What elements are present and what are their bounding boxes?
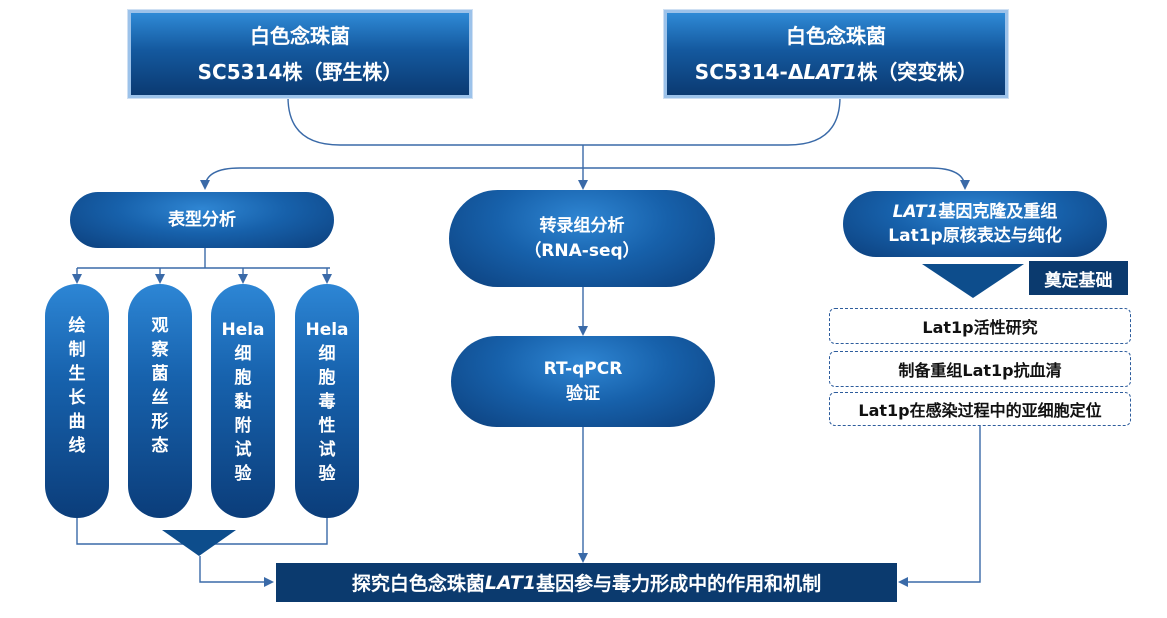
wild-type-strain-box: 白色念珠菌 SC5314株（野生株） — [128, 10, 472, 98]
pills-triangle — [162, 530, 236, 556]
left-to-goal — [199, 556, 274, 587]
cloning-triangle — [922, 264, 1024, 298]
transcriptome-analysis-pill: 转录组分析 （RNA-seq） — [449, 190, 715, 287]
foundation-label: 奠定基础 — [1029, 261, 1128, 295]
branch-right — [583, 167, 970, 190]
study-activity: Lat1p活性研究 — [829, 308, 1131, 344]
phenotype-title: 表型分析 — [168, 209, 236, 230]
branch-left — [200, 167, 583, 190]
mutant-title: 白色念珠菌 — [786, 24, 886, 48]
wild-type-title: 白色念珠菌 — [250, 24, 350, 48]
wild-type-strain: SC5314株（野生株） — [197, 60, 403, 84]
mutant-strain-box: 白色念珠菌 SC5314-ΔLAT1株（突变株） — [664, 10, 1008, 98]
transcriptome-title: 转录组分析 — [539, 215, 625, 236]
phenotype-analysis-pill: 表型分析 — [70, 192, 334, 248]
gene-cloning-pill: LAT1基因克隆及重组 Lat1p原核表达与纯化 — [843, 191, 1107, 257]
merge-curve — [287, 96, 841, 146]
rt-qpcr-subtitle: 验证 — [566, 383, 600, 404]
transcriptome-subtitle: （RNA-seq） — [524, 240, 640, 261]
expression-title: Lat1p原核表达与纯化 — [888, 226, 1062, 246]
cloning-title: LAT1基因克隆及重组 — [892, 202, 1058, 222]
rt-qpcr-pill: RT-qPCR 验证 — [451, 336, 715, 427]
rt-qpcr-title: RT-qPCR — [543, 358, 623, 379]
study-localization: Lat1p在感染过程中的亚细胞定位 — [829, 392, 1131, 426]
hyphal-morphology-pill: 观察菌丝形态 — [128, 284, 192, 518]
study-antiserum: 制备重组Lat1p抗血清 — [829, 351, 1131, 387]
right-to-goal — [898, 426, 981, 587]
mutant-strain: SC5314-ΔLAT1株（突变株） — [694, 60, 978, 84]
growth-curve-pill: 绘制生长曲线 — [45, 284, 109, 518]
